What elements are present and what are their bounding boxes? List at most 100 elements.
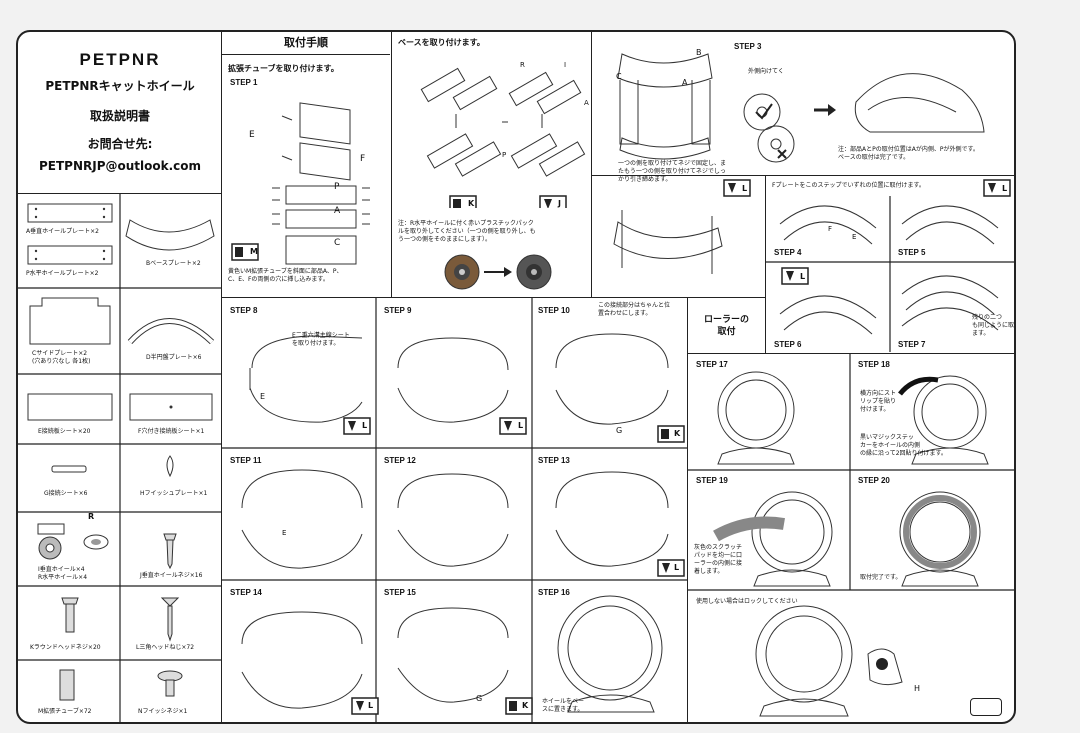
part-label-f: F穴付き接続板シート×1 [138,428,205,435]
step19-label: STEP 19 [696,476,728,485]
part-label-m: M拡張チューブ×72 [38,708,92,715]
step1-tag-p: P [334,182,340,192]
base-panel: ベースを取り付けます。 R I A P K J 注：R水平ホイールに付く赤いプラ… [392,32,592,298]
part-label-g: G接続シート×6 [44,490,88,497]
step8-tag-e: E [260,392,266,401]
step14-tool-l: L [368,701,374,710]
base-tag-i: I [564,61,567,69]
step1-note: 黄色いM拡張チューブを斜面に部品A、P、 C、E、Fの両側の穴に挿し込みます。 [228,268,343,283]
base-diagram [420,67,586,208]
steps4-7-heading: Fプレートをこのステップでいずれの位置に取付けます。 [772,182,925,189]
step1-tool-m: M [250,247,258,256]
base-note: 注：R水平ホイールに付く赤いプラスチックパック ルを取り外してください（一つの側… [398,220,536,243]
step6-label: STEP 6 [774,340,802,349]
base-tag-r: R [520,61,525,69]
step15-label: STEP 15 [384,588,416,597]
step3-outward: 外側向けてく [748,68,784,75]
steps4-7-tool-l: L [1002,184,1008,193]
step11-label: STEP 11 [230,456,262,465]
step1-label: STEP 1 [230,78,258,87]
step10-note: この接続部分はちゃんと位 置合わせにします。 [598,302,671,317]
step13-label: STEP 13 [538,456,570,465]
contact-email[interactable]: PETPNRJP@outlook.com [38,159,202,173]
procedure-title: 取付手順 [222,32,390,55]
step11-tag-e: E [282,529,287,537]
step7-label: STEP 7 [898,340,926,349]
part-label-d: D半円盤プレート×6 [146,354,202,361]
step16-label: STEP 16 [538,588,570,597]
part-label-n: Nフイッシネジ×1 [138,708,188,715]
step13-tool-l: L [674,563,680,572]
part-label-l: L三角ヘッドねじ×72 [136,644,195,651]
brand-block: PETPNR PETPNRキャットホイール 取扱説明書 お問合せ先: PETPN… [18,32,222,194]
step1-tag-c: C [334,238,341,248]
part-label-j: J垂直ホイールネジ×16 [140,572,203,579]
step9-tool-l: L [362,421,368,430]
instruction-sheet: PETPNR PETPNRキャットホイール 取扱説明書 お問合せ先: PETPN… [16,30,1016,724]
steps17-20-diagram [688,354,1014,717]
page-corner-mark [970,698,1002,716]
step3-note2: 注：部品AとPの取付位置はAが内側、Pが外側です。 ベースの取付は完了です。 [838,146,979,161]
step1-diagram [231,102,370,265]
step8-note: E二重六溝主線シート を取り付けます。 [292,332,350,347]
step3-lower: L [592,176,766,298]
part-tag-r: R [88,512,95,521]
step1-tag-f: F [360,154,366,164]
step15-tool-k: K [522,701,529,710]
roller-title-box: ローラーの 取付 [688,298,766,354]
step18-label: STEP 18 [858,360,890,369]
part-label-b: Bベースプレート×2 [146,260,201,267]
base-tool-j: J [558,199,561,208]
steps17-20-panel: STEP 17 STEP 18 横方向にスト リップを貼り 付けます。 黒いマジ… [688,354,1014,722]
steps4-7-panel: Fプレートをこのステップでいずれの位置に取付けます。 L L F E STEP … [766,176,1014,354]
step9-label: STEP 9 [384,306,412,315]
part-label-h: Hフイッシュプレート×1 [140,490,208,497]
lock-tag-h: H [914,684,921,693]
steps8-16-diagram [222,298,688,722]
step1-heading: 拡張チューブを取り付けます。 [228,64,339,73]
step3-tag-a: A [682,78,688,87]
step4-tag-f: F [828,225,833,233]
step3-diagram [617,53,985,163]
step3-label: STEP 3 [734,42,762,51]
parts-grid: A垂直ホイールプレート×2 Bベースプレート×2 P水平ホイールプレート×2 C… [18,194,222,722]
step1-tag-e: E [249,130,255,140]
step3-note: 一つの側を取り付けてネジで固定し、ま たもう一つの側を取り付けてネジでしっ かり… [618,160,727,183]
base-tag-a: A [584,99,589,107]
step12-label: STEP 12 [384,456,416,465]
step3-tool-l: L [742,184,748,193]
step15-tag-g: G [476,694,483,703]
step3-tag-c: C [616,72,622,81]
manual-title: 取扱説明書 [89,109,150,123]
part-label-e: E接続板シート×20 [38,428,91,435]
part-label-k: Kラウンドヘッドネジ×20 [30,644,101,651]
base-heading: ベースを取り付けます。 [398,38,485,47]
part-label-p: P水平ホイールプレート×2 [26,270,99,277]
step17-label: STEP 17 [696,360,728,369]
brand-logo: PETPNR [79,50,161,69]
step20-label: STEP 20 [858,476,890,485]
step10-label: STEP 10 [538,306,570,315]
roller-title: ローラーの 取付 [703,314,749,337]
part-label-i: I垂直ホイール×4 R水平ホイール×4 [38,566,88,581]
base-tool-k: K [468,199,475,208]
step18-note1: 横方向にスト リップを貼り 付けます。 [860,390,897,413]
part-label-c: Cサイドプレート×2 (穴あり穴なし 各1枚) [32,350,91,365]
base-tag-p: P [502,151,507,159]
step7-note: 残りの二つ も同じように取り付け ます。 [972,314,1015,337]
product-name: PETPNRキャットホイール [45,79,195,93]
parts-column: PETPNR PETPNRキャットホイール 取扱説明書 お問合せ先: PETPN… [18,32,222,722]
step14-label: STEP 14 [230,588,262,597]
step10-tag-g: G [616,426,623,435]
step1-panel: 取付手順 拡張チューブを取り付けます。 STEP 1 E F P A C M 黄… [222,32,392,298]
step20-note: 取付完了です。 [860,574,902,581]
step3-lower-diagram [613,179,751,274]
step5-label: STEP 5 [898,248,926,257]
step10-tool-k: K [674,429,681,438]
step8-label: STEP 8 [230,306,258,315]
part-label-a: A垂直ホイールプレート×2 [26,228,99,235]
step4-tag-e: E [852,233,857,241]
parts-grid-lines [18,194,222,722]
step10a-tool-l: L [518,421,524,430]
step19-note: 灰色のスクラッチ パッドを均一に口 ーラーの内側に接 着します。 [694,544,743,575]
